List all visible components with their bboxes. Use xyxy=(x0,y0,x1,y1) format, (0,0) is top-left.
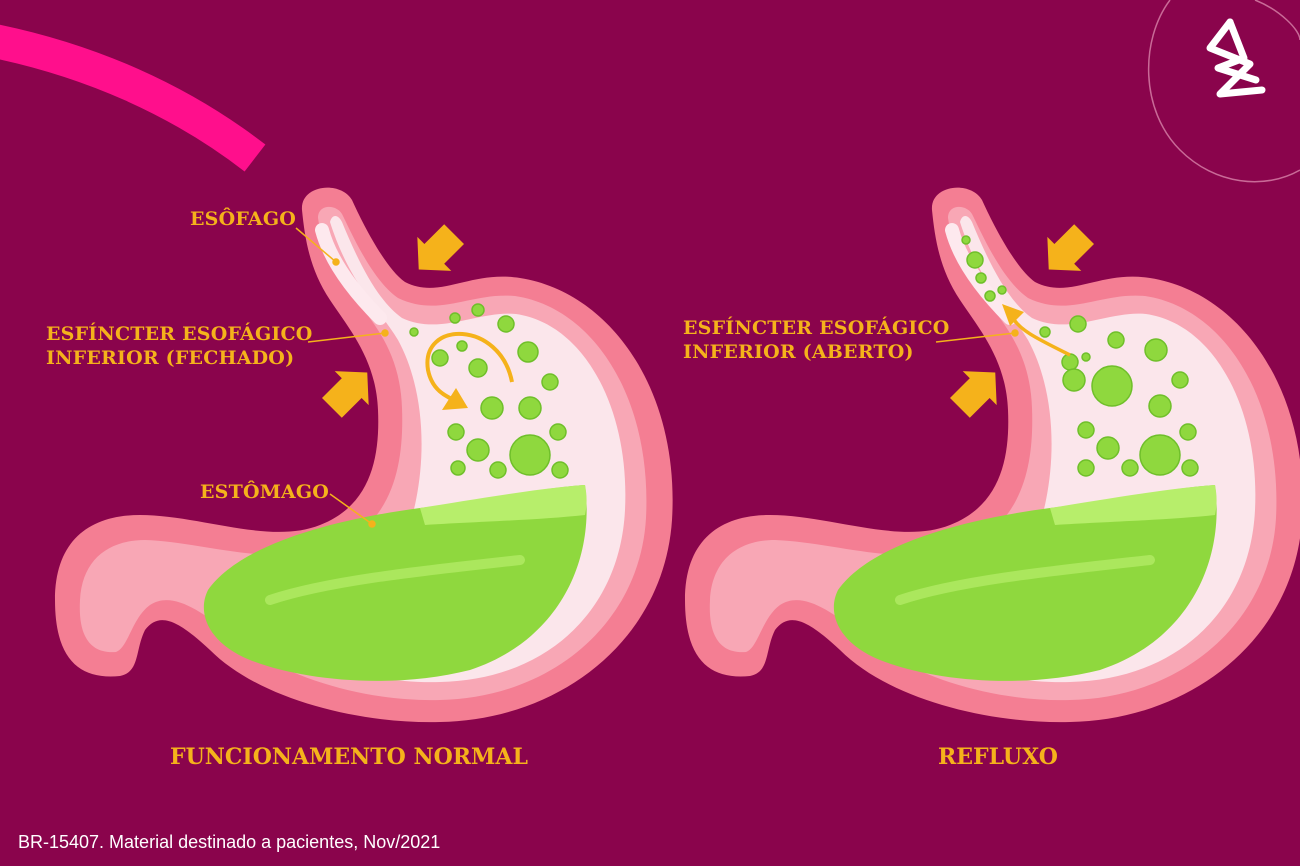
label-stomach: ESTÔMAGO xyxy=(200,481,330,503)
decorative-arc xyxy=(0,24,266,172)
caption-reflux: REFLUXO xyxy=(938,744,1058,770)
leader-line-right xyxy=(935,329,1019,343)
label-sphincter-closed-line2: INFERIOR (FECHADO) xyxy=(46,347,295,369)
decorative-circles xyxy=(1147,0,1300,183)
label-sphincter-closed-line1: ESFÍNCTER ESOFÁGICO xyxy=(46,323,313,345)
label-sphincter-open: ESFÍNCTER ESOFÁGICO INFERIOR (ABERTO) xyxy=(683,316,950,364)
stomach-normal-illustration xyxy=(55,187,673,723)
leader-lines-left xyxy=(295,227,389,528)
footer-disclaimer: BR-15407. Material destinado a pacientes… xyxy=(18,832,441,852)
stomach-reflux-illustration xyxy=(685,187,1300,723)
label-sphincter-closed: ESFÍNCTER ESOFÁGICO INFERIOR (FECHADO) xyxy=(46,322,313,370)
label-sphincter-open-line1: ESFÍNCTER ESOFÁGICO xyxy=(683,317,950,339)
label-sphincter-open-line2: INFERIOR (ABERTO) xyxy=(683,341,914,363)
label-esophagus: ESÔFAGO xyxy=(190,208,297,230)
brand-logo-icon xyxy=(1206,18,1266,98)
caption-normal: FUNCIONAMENTO NORMAL xyxy=(170,744,528,770)
